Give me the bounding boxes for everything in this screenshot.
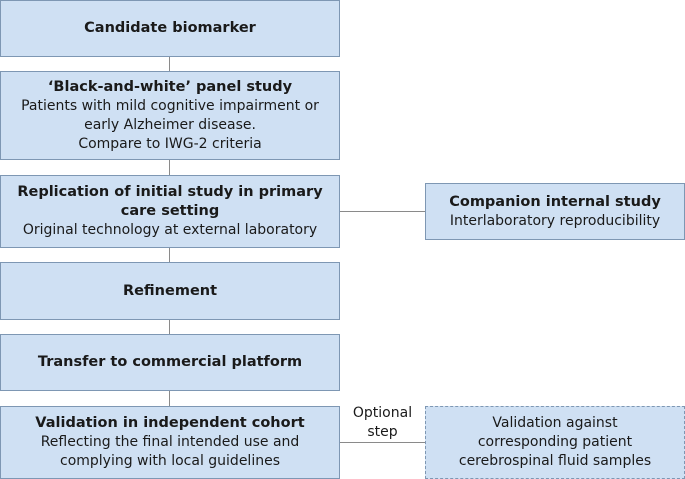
- step-replication: Replication of initial study in primary …: [0, 175, 340, 248]
- companion-title: Companion internal study: [449, 193, 661, 210]
- optional-text-line: corresponding patient: [477, 434, 633, 450]
- step-panel-study: ‘Black-and-white’ panel study Patients w…: [0, 71, 340, 160]
- step-validation-cohort: Validation in independent cohort Reflect…: [0, 406, 340, 479]
- step-text-line: Original technology at external laborato…: [22, 222, 318, 238]
- connector-4-5: [169, 320, 170, 334]
- step-title-line: Replication of initial study in primary: [17, 184, 323, 200]
- companion-text-line: Interlaboratory reproducibility: [449, 212, 661, 229]
- step-title: ‘Black-and-white’ panel study: [47, 78, 293, 95]
- companion-study-box: Companion internal study Interlaboratory…: [425, 183, 685, 240]
- step-title: Refinement: [122, 282, 218, 299]
- step-title: Validation in independent cohort: [35, 415, 305, 431]
- step-text-line: early Alzheimer disease.: [84, 116, 256, 133]
- step-refinement: Refinement: [0, 262, 340, 320]
- connector-validation-optional: [340, 442, 425, 443]
- connector-2-3: [169, 160, 170, 175]
- optional-label-line: step: [367, 424, 398, 440]
- optional-validation-box: Validation against corresponding patient…: [425, 406, 685, 479]
- connector-1-2: [169, 57, 170, 71]
- step-candidate-biomarker: Candidate biomarker: [0, 0, 340, 57]
- connector-5-6: [169, 391, 170, 406]
- optional-step-label: Optional step: [340, 404, 425, 442]
- connector-replication-companion: [340, 211, 425, 212]
- optional-text-line: cerebrospinal fluid samples: [458, 453, 652, 469]
- step-title: Candidate biomarker: [84, 20, 256, 36]
- connector-3-4: [169, 248, 170, 262]
- optional-label-line: Optional: [352, 405, 413, 421]
- step-text-line: Patients with mild cognitive impairment …: [21, 97, 319, 114]
- step-text-line: Reflecting the final intended use and: [40, 434, 300, 450]
- step-text-line: Compare to IWG-2 criteria: [78, 135, 262, 152]
- step-text-line: complying with local guidelines: [60, 453, 280, 469]
- step-title-line: care setting: [120, 203, 220, 219]
- step-transfer: Transfer to commercial platform: [0, 334, 340, 391]
- optional-text-line: Validation against: [492, 415, 618, 431]
- step-title: Transfer to commercial platform: [37, 354, 303, 370]
